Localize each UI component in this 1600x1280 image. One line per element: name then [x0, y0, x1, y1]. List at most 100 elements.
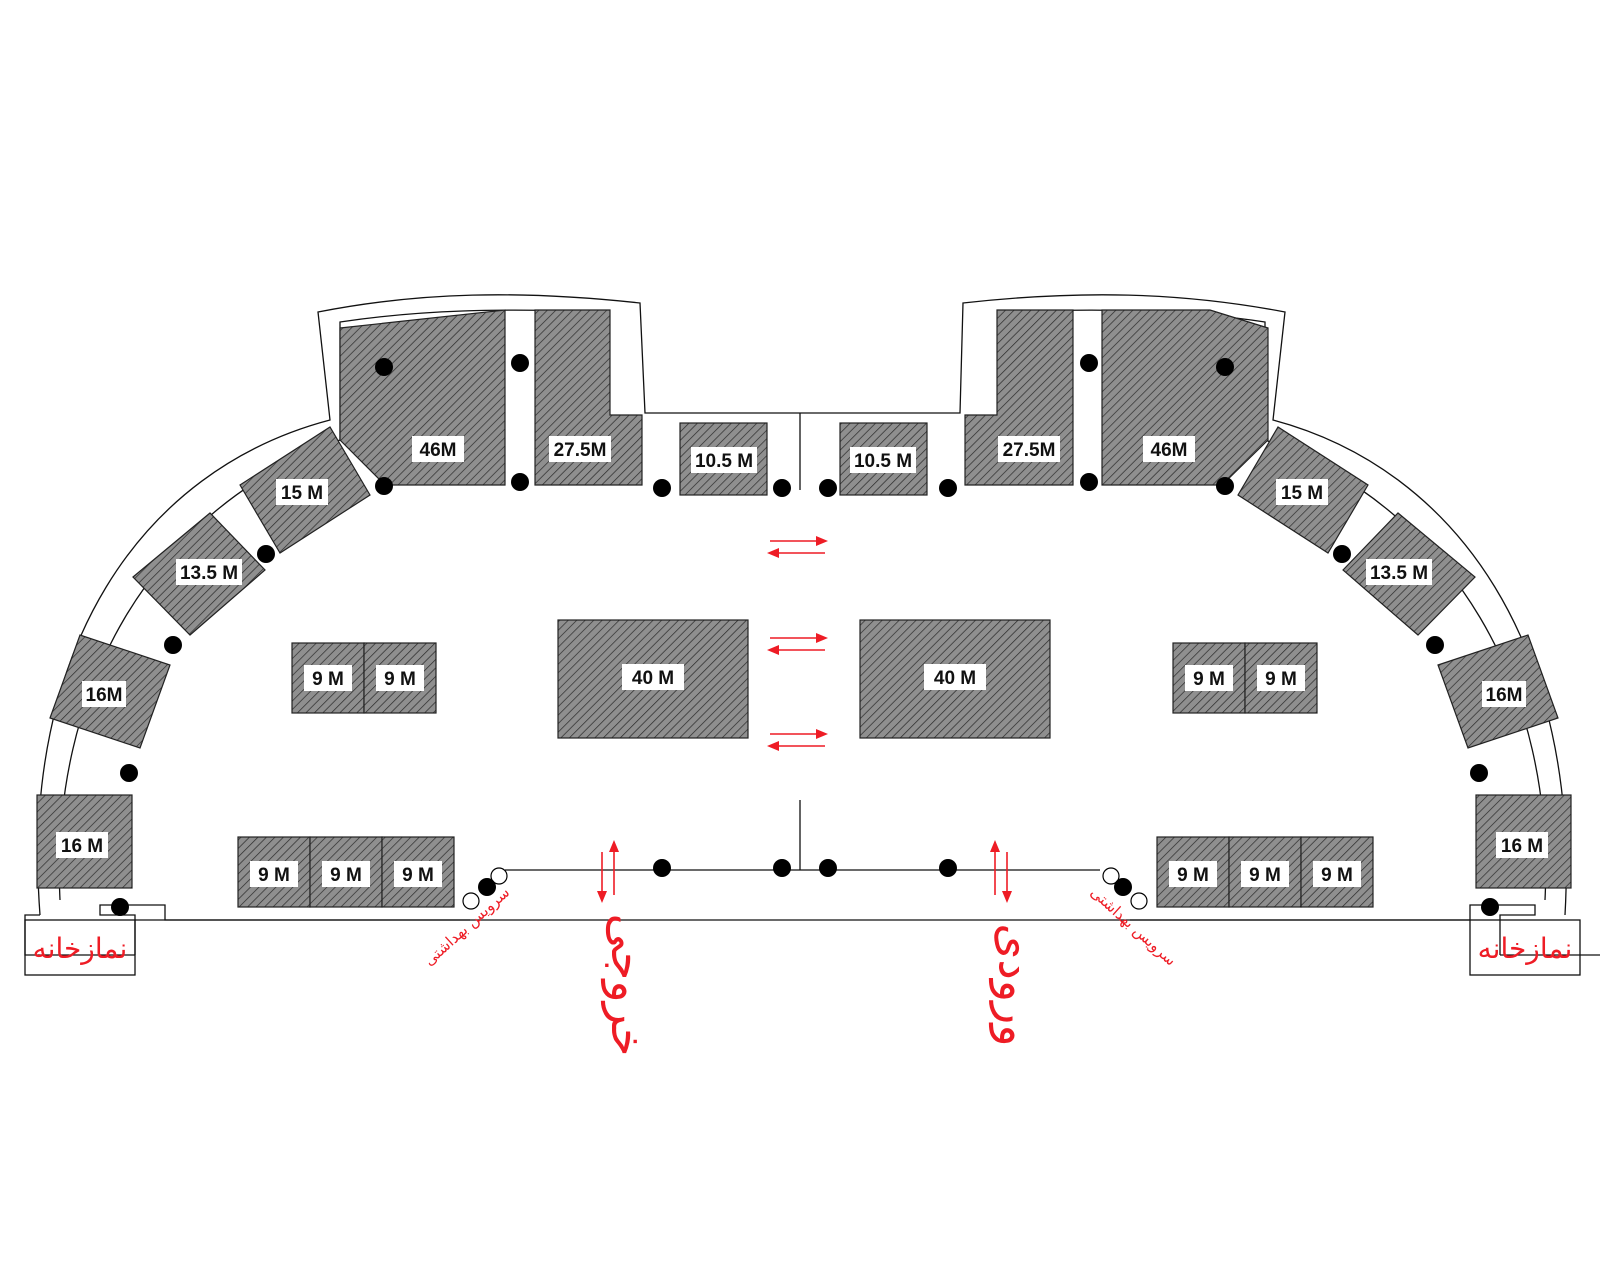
- prayer-room-right-box: [1469, 919, 1581, 976]
- columns: [111, 354, 1499, 916]
- column: [939, 479, 957, 497]
- booth-top-right-big[interactable]: 46M: [1101, 309, 1269, 486]
- booth-label: 27.5M: [1003, 440, 1056, 461]
- prayer-room-left-label: نمازخانه: [33, 932, 128, 965]
- booth-label: 9 M: [330, 865, 362, 886]
- booth-label: 9 M: [258, 865, 290, 886]
- booth-label: 9 M: [384, 669, 416, 690]
- column: [511, 473, 529, 491]
- booth-label: 9 M: [1321, 865, 1353, 886]
- booth-label: 16 M: [1501, 836, 1543, 857]
- booth-top-right-small[interactable]: 10.5 M: [839, 422, 928, 496]
- booth-arc-right-15[interactable]: 15 M: [1237, 426, 1369, 554]
- booth-label: 13.5 M: [180, 563, 238, 584]
- exit-arrows: [597, 840, 619, 903]
- booth-side-left-16[interactable]: 16 M: [36, 794, 133, 889]
- booth-top-right-mid[interactable]: 27.5M: [964, 309, 1074, 486]
- booth-arc-left-15[interactable]: 15 M: [239, 426, 371, 554]
- booth-arc-left-16[interactable]: 16M: [49, 634, 171, 749]
- column: [1080, 354, 1098, 372]
- booth-bottom-left-9c[interactable]: 9 M: [381, 836, 455, 908]
- booth-center-right-40[interactable]: 40 M: [859, 619, 1051, 739]
- entrance-arrows: [990, 840, 1012, 903]
- booth-label: 16M: [86, 685, 123, 706]
- restroom-fixture: [490, 867, 508, 885]
- booth-label: 46M: [1151, 440, 1188, 461]
- column: [164, 636, 182, 654]
- booths: 46M 27.5M 10.5 M 10.5 M 27.5M 46M: [36, 309, 1572, 908]
- column: [1080, 473, 1098, 491]
- column: [375, 477, 393, 495]
- double-arrow-top: [767, 536, 828, 558]
- booth-label: 9 M: [1193, 669, 1225, 690]
- booth-mid-right-9a[interactable]: 9 M: [1172, 642, 1246, 714]
- booth-top-left-small[interactable]: 10.5 M: [679, 422, 768, 496]
- column: [478, 878, 496, 896]
- column: [773, 859, 791, 877]
- prayer-room-right-label: نمازخانه: [1478, 932, 1573, 965]
- booth-mid-left-9b[interactable]: 9 M: [363, 642, 437, 714]
- column: [511, 354, 529, 372]
- column: [819, 479, 837, 497]
- column: [1470, 764, 1488, 782]
- column: [653, 859, 671, 877]
- double-arrow-mid: [767, 633, 828, 655]
- booth-bottom-right-9c[interactable]: 9 M: [1300, 836, 1374, 908]
- booth-center-left-40[interactable]: 40 M: [557, 619, 749, 739]
- column: [819, 859, 837, 877]
- inner-wall: [58, 309, 601, 901]
- booth-top-left-mid[interactable]: 27.5M: [534, 309, 643, 486]
- booth-label: 40 M: [934, 668, 976, 689]
- column: [1481, 898, 1499, 916]
- column: [1216, 358, 1234, 376]
- booth-arc-right-13[interactable]: 13.5 M: [1342, 512, 1476, 636]
- booth-arc-left-13[interactable]: 13.5 M: [132, 512, 266, 636]
- column: [1426, 636, 1444, 654]
- booth-mid-left-9a[interactable]: 9 M: [291, 642, 365, 714]
- booth-label: 9 M: [402, 865, 434, 886]
- booth-label: 16M: [1486, 685, 1523, 706]
- booth-mid-right-9b[interactable]: 9 M: [1244, 642, 1318, 714]
- column: [375, 358, 393, 376]
- booth-bottom-left-9a[interactable]: 9 M: [237, 836, 311, 908]
- column: [773, 479, 791, 497]
- column: [120, 764, 138, 782]
- booth-label: 40 M: [632, 668, 674, 689]
- booth-label: 9 M: [1265, 669, 1297, 690]
- flow-arrows: [597, 536, 1012, 903]
- restroom-fixture: [1130, 892, 1148, 910]
- booth-label: 10.5 M: [854, 451, 912, 472]
- column: [653, 479, 671, 497]
- booth-label: 27.5M: [554, 440, 607, 461]
- restroom-fixture: [462, 892, 480, 910]
- exit-label: خروجی: [600, 914, 655, 1057]
- booth-side-right-16[interactable]: 16 M: [1475, 794, 1572, 889]
- booth-bottom-right-9a[interactable]: 9 M: [1156, 836, 1230, 908]
- booth-label: 15 M: [281, 483, 323, 504]
- column: [257, 545, 275, 563]
- double-arrow-low: [767, 729, 828, 751]
- booth-arc-right-16[interactable]: 16M: [1437, 634, 1559, 749]
- booth-label: 9 M: [312, 669, 344, 690]
- restroom-fixture: [1102, 867, 1120, 885]
- entrance-label: ورودی: [988, 923, 1043, 1046]
- booth-bottom-left-9b[interactable]: 9 M: [309, 836, 383, 908]
- column: [1216, 477, 1234, 495]
- booth-label: 9 M: [1249, 865, 1281, 886]
- booth-label: 15 M: [1281, 483, 1323, 504]
- booth-label: 13.5 M: [1370, 563, 1428, 584]
- booth-label: 46M: [420, 440, 457, 461]
- column: [1333, 545, 1351, 563]
- booth-bottom-right-9b[interactable]: 9 M: [1228, 836, 1302, 908]
- booth-top-left-big[interactable]: 46M: [339, 309, 506, 486]
- column: [939, 859, 957, 877]
- booth-label: 10.5 M: [695, 451, 753, 472]
- booth-label: 9 M: [1177, 865, 1209, 886]
- annotations: نمازخانه نمازخانه سرویس بهداشتی سرویس به…: [33, 883, 1573, 1056]
- booth-label: 16 M: [61, 836, 103, 857]
- column: [111, 898, 129, 916]
- outer-wall: [24, 904, 1600, 956]
- column: [1114, 878, 1132, 896]
- prayer-room-left-box: [24, 919, 136, 976]
